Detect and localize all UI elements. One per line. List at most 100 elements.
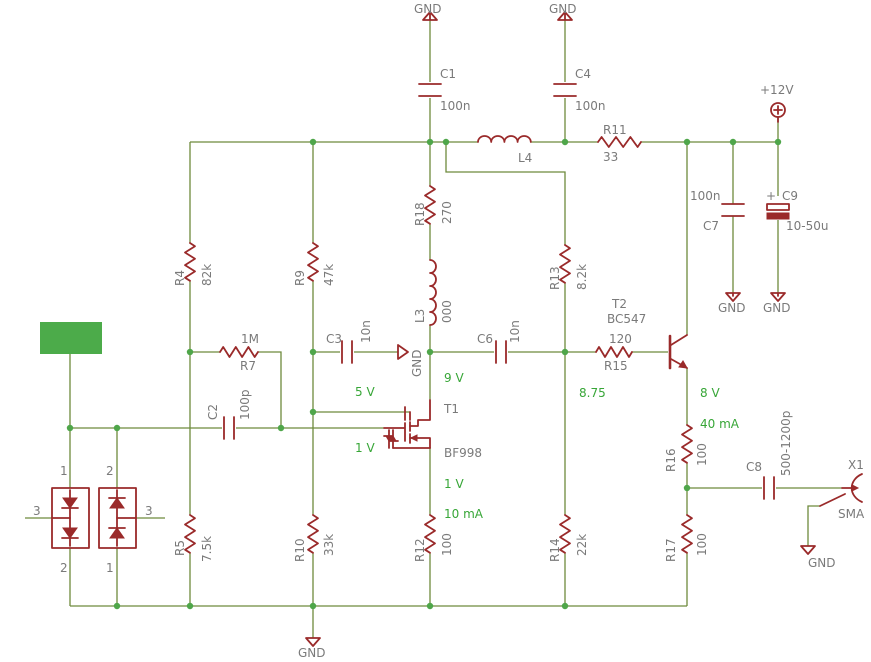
junction-dot — [309, 138, 317, 146]
gnd-label: GND — [410, 349, 424, 377]
junction-dot — [66, 424, 74, 432]
r17-ref: R17 — [664, 538, 678, 562]
capacitor-c4: C4 100n — [553, 67, 606, 113]
gnd-label: GND — [549, 2, 577, 16]
diode-left-pin-top: 1 — [60, 464, 68, 478]
gnd-label: GND — [808, 556, 836, 570]
annotations: 5 V 9 V 8.75 8 V 40 mA 1 V 1 V 10 mA — [355, 371, 740, 521]
resistor-r14: R14 22k — [548, 514, 589, 562]
c4-ref: C4 — [575, 67, 591, 81]
r9-value: 47k — [322, 264, 336, 286]
r4-ref: R4 — [173, 270, 187, 286]
t2-value: BC547 — [607, 312, 646, 326]
r15-ref: R15 — [604, 359, 628, 373]
diode-right-pin-bottom: 1 — [106, 561, 114, 575]
c3-value: 10n — [359, 320, 373, 343]
r10-value: 33k — [322, 534, 336, 556]
diode-right-pin-side: 3 — [145, 504, 153, 518]
capacitor-c9: + C9 10-50u — [766, 189, 828, 233]
r18-ref: R18 — [413, 202, 427, 226]
annotation-gate2-voltage: 5 V — [355, 385, 375, 399]
junction-dot — [561, 602, 569, 610]
r16-value: 100 — [695, 443, 709, 466]
c6-ref: C6 — [477, 332, 493, 346]
c9-polarity: + — [766, 189, 776, 203]
resistor-r12: R12 100 — [413, 514, 454, 562]
c7-ref: C7 — [703, 219, 719, 233]
c1-value: 100n — [440, 99, 471, 113]
l4-ref: L4 — [518, 151, 532, 165]
c7-value: 100n — [690, 189, 721, 203]
supply-symbol: +12V — [760, 83, 794, 123]
resistor-r17: R17 100 — [664, 514, 709, 562]
junction-dot — [683, 138, 691, 146]
capacitor-c6: C6 10n — [477, 320, 522, 364]
resistor-r16: R16 100 — [664, 424, 709, 472]
resistor-r18: R18 270 — [413, 185, 454, 226]
c3-ref: C3 — [326, 332, 342, 346]
r9-ref: R9 — [293, 270, 307, 286]
c9-value: 10-50u — [786, 219, 828, 233]
junction-dot — [729, 138, 737, 146]
r4-value: 82k — [200, 264, 214, 286]
capacitor-c7: 100n C7 — [690, 189, 745, 233]
gnd-label: GND — [414, 2, 442, 16]
gnd-symbol-bottom: GND — [298, 637, 326, 660]
diode-left-pin-side: 3 — [33, 504, 41, 518]
gnd-symbol-sma: GND — [800, 545, 836, 570]
annotation-t1-current: 10 mA — [444, 507, 484, 521]
l3-value: 000 — [440, 300, 454, 323]
r7-value: 1M — [241, 332, 259, 346]
t1-ref: T1 — [443, 402, 459, 416]
gnd-symbol-c9: GND — [763, 292, 791, 315]
gnd-symbol-c3: GND — [397, 344, 424, 377]
transistor-t2: T2 BC547 — [607, 297, 688, 370]
junction-dot — [277, 424, 285, 432]
annotation-t2-current: 40 mA — [700, 417, 740, 431]
resistor-r4: R4 82k — [173, 242, 214, 286]
gnd-symbol-c7: GND — [718, 292, 746, 315]
r14-ref: R14 — [548, 538, 562, 562]
junctions — [66, 138, 782, 610]
r5-ref: R5 — [173, 540, 187, 556]
diode-right-pin-top: 2 — [106, 464, 114, 478]
supply-label: +12V — [760, 83, 794, 97]
x1-ref: X1 — [848, 458, 864, 472]
r13-value: 8.2k — [575, 264, 589, 290]
wires — [25, 20, 842, 638]
r12-value: 100 — [440, 533, 454, 556]
junction-dot — [309, 602, 317, 610]
resistor-r7: 1M R7 — [219, 332, 259, 373]
junction-dot — [561, 138, 569, 146]
c8-value: 500-1200p — [779, 411, 793, 476]
r5-value: 7.5k — [200, 536, 214, 562]
gnd-symbol-c4: GND — [549, 2, 577, 21]
inductor-l3: L3 000 — [413, 259, 454, 326]
r11-value: 33 — [603, 150, 618, 164]
junction-dot — [186, 602, 194, 610]
r11-ref: R11 — [603, 123, 627, 137]
junction-dot — [309, 348, 317, 356]
resistor-r9: R9 47k — [293, 242, 336, 286]
input-pad — [40, 322, 102, 354]
c2-ref: C2 — [206, 404, 220, 420]
resistor-r5: R5 7.5k — [173, 514, 214, 562]
junction-dot — [309, 408, 317, 416]
r18-value: 270 — [440, 201, 454, 224]
c8-ref: C8 — [746, 460, 762, 474]
c4-value: 100n — [575, 99, 606, 113]
capacitor-c1: C1 100n — [418, 67, 471, 113]
capacitor-c8: C8 500-1200p — [746, 411, 793, 500]
junction-dot — [113, 602, 121, 610]
r15-value: 120 — [609, 332, 632, 346]
r7-ref: R7 — [240, 359, 256, 373]
mosfet-t1: T1 BF998 — [383, 399, 482, 460]
junction-dot — [683, 484, 691, 492]
r10-ref: R10 — [293, 538, 307, 562]
resistor-r15: 120 R15 — [595, 332, 633, 373]
junction-dot — [774, 138, 782, 146]
junction-dot — [561, 348, 569, 356]
annotation-gate1-voltage: 1 V — [355, 441, 375, 455]
gnd-symbol-c1: GND — [414, 2, 442, 21]
inductor-l4: L4 — [477, 135, 532, 165]
